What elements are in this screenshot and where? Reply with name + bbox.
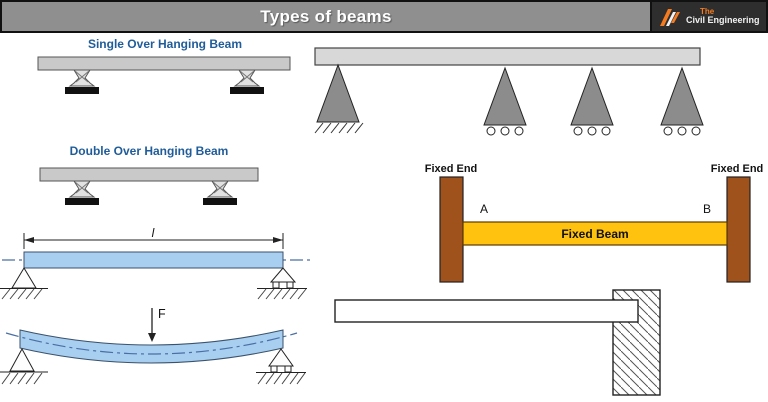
beam — [462, 221, 728, 246]
point-b-label: B — [703, 202, 711, 216]
fixed-end-right-label: Fixed End — [711, 163, 764, 175]
fixed-end-left-label: Fixed End — [425, 163, 477, 175]
fixed-end-post — [439, 176, 464, 283]
page-title: Types of beams — [260, 6, 392, 26]
fixed-beam-diagram: Fixed End Fixed End A B Fixed Beam — [425, 163, 764, 283]
double-overhang-label: Double Over Hanging Beam — [69, 144, 229, 158]
beam — [19, 329, 284, 364]
ground-hatching — [1, 372, 43, 385]
beam — [23, 251, 284, 269]
roller-support-icon — [256, 348, 306, 385]
ground-hatching — [257, 288, 307, 300]
ground-hatching — [1, 288, 43, 300]
header-bar: Types of beams The Civil Engineering — [0, 0, 768, 33]
double-overhang-beam-diagram — [39, 167, 259, 206]
point-a-label: A — [480, 202, 488, 216]
ground-hatching — [257, 372, 306, 385]
beam — [39, 167, 259, 182]
logo-slashes-icon — [660, 8, 680, 26]
pin-support-icon — [0, 267, 48, 300]
beam — [334, 299, 639, 323]
roller-support-icon — [570, 66, 614, 136]
pedestal-support-icon — [64, 69, 100, 95]
pedestal-support-icon — [202, 180, 238, 206]
fixed-beam-label: Fixed Beam — [561, 227, 628, 241]
ground-hatching — [314, 122, 364, 134]
centerline — [5, 332, 298, 355]
cantilever-beam-diagram — [334, 289, 661, 396]
roller-support-icon — [483, 66, 527, 136]
roller-support-icon — [257, 267, 307, 300]
dimension-line — [23, 233, 284, 249]
fixed-end-post — [726, 176, 751, 283]
pin-support-icon — [314, 63, 364, 134]
pedestal-support-icon — [229, 69, 265, 95]
beam — [314, 47, 701, 66]
span-length-label: l — [152, 228, 155, 240]
continuous-beam-diagram — [314, 47, 704, 136]
logo: The Civil Engineering — [652, 2, 766, 31]
deflected-beam-diagram: F — [0, 307, 306, 385]
force-arrow-icon — [148, 308, 156, 342]
single-overhang-beam-diagram — [37, 56, 291, 95]
logo-the: The — [700, 6, 715, 16]
pin-support-icon — [0, 347, 48, 385]
force-label: F — [158, 307, 166, 321]
simply-supported-beam-diagram: l — [0, 228, 310, 300]
pedestal-support-icon — [64, 180, 100, 206]
title-area: Types of beams — [2, 2, 650, 31]
beam — [37, 56, 291, 71]
single-overhang-label: Single Over Hanging Beam — [87, 37, 243, 51]
logo-text: The Civil Engineering — [686, 6, 760, 26]
roller-support-icon — [660, 66, 704, 136]
logo-brand: Civil Engineering — [686, 14, 760, 25]
